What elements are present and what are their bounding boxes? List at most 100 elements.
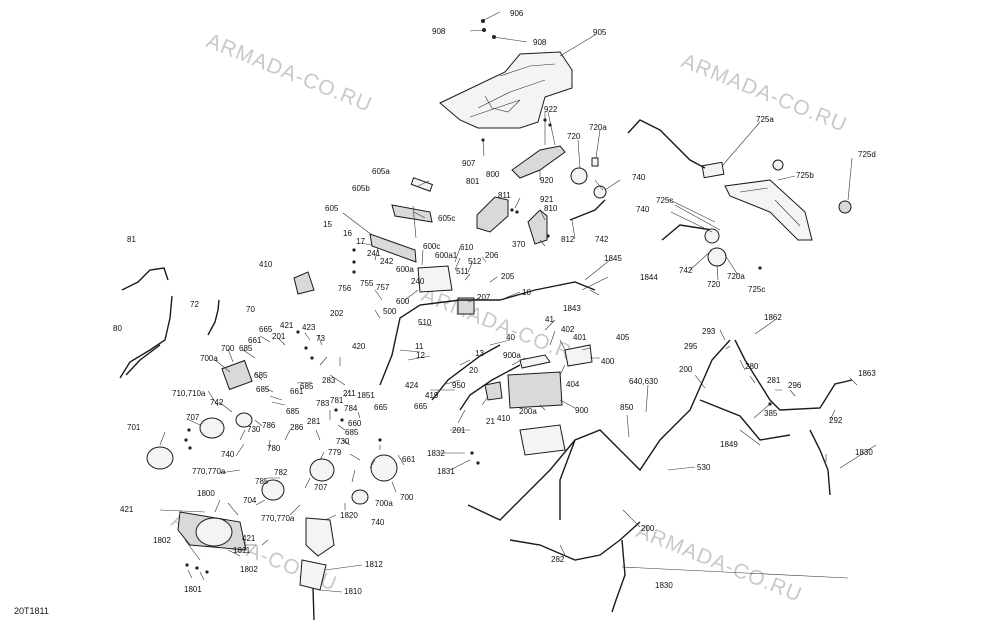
module-725a — [701, 161, 725, 179]
callout-labels: 906 908 908 905 922 907 720a 720 725a 72… — [113, 9, 876, 596]
watermark: ARMADA-CO.RU — [203, 29, 375, 116]
callout-782: 782 — [274, 468, 288, 477]
callout-720a: 720a — [589, 123, 607, 132]
callout-700a: 700a — [200, 354, 218, 363]
callout-661: 661 — [248, 336, 262, 345]
callout-600: 600 — [396, 297, 410, 306]
callout-293: 293 — [702, 327, 716, 336]
callout-295: 295 — [684, 342, 698, 351]
sensor-720 — [570, 167, 588, 185]
callout-40: 40 — [506, 333, 515, 342]
callout-419: 419 — [425, 391, 439, 400]
callout-296: 296 — [788, 381, 802, 390]
callout-1845: 1845 — [604, 254, 622, 263]
callout-779: 779 — [328, 448, 342, 457]
callout-921: 921 — [540, 195, 554, 204]
callout-200a: 200a — [519, 407, 537, 416]
callout-707: 707 — [314, 483, 328, 492]
ecu-800 — [476, 196, 509, 233]
callout-900: 900 — [575, 406, 589, 415]
callout-240: 240 — [411, 277, 425, 286]
callout-700a: 700a — [375, 499, 393, 508]
light-700-right — [370, 454, 398, 482]
callout-922: 922 — [544, 105, 558, 114]
callout-404: 404 — [566, 380, 580, 389]
callout-661: 661 — [402, 455, 416, 464]
callout-200: 200 — [641, 524, 655, 533]
callout-510: 510 — [418, 318, 432, 327]
callout-21: 21 — [486, 417, 495, 426]
callout-1832: 1832 — [427, 449, 445, 458]
callout-730: 730 — [247, 425, 261, 434]
bracket-400 — [564, 344, 593, 367]
callout-1802: 1802 — [153, 536, 171, 545]
fusebox-605b — [391, 204, 433, 223]
callout-725a: 725a — [756, 115, 774, 124]
callout-740: 740 — [636, 205, 650, 214]
callout-205: 205 — [501, 272, 515, 281]
callout-740: 740 — [371, 518, 385, 527]
fuseblock-200a — [519, 424, 566, 456]
callout-770-770a: 770,770a — [192, 467, 226, 476]
callout-292: 292 — [829, 416, 843, 425]
callout-1801: 1801 — [184, 585, 202, 594]
callout-665: 665 — [414, 402, 428, 411]
callout-605c: 605c — [438, 214, 455, 223]
callout-908: 908 — [533, 38, 547, 47]
callout-530: 530 — [697, 463, 711, 472]
callout-211: 211 — [343, 389, 356, 398]
harness-81 — [121, 267, 169, 291]
callout-781: 781 — [330, 396, 344, 405]
callout-1851: 1851 — [357, 391, 375, 400]
drawing-code: 20T1811 — [14, 606, 49, 616]
callout-907: 907 — [462, 159, 476, 168]
callout-20: 20 — [469, 366, 478, 375]
light-786 — [235, 412, 253, 428]
callout-282: 282 — [551, 555, 565, 564]
callout-1800: 1800 — [197, 489, 215, 498]
callout-241: 241 — [367, 249, 381, 258]
callout-81: 81 — [127, 235, 136, 244]
callout-811: 811 — [498, 191, 511, 200]
light-701 — [146, 446, 174, 470]
callout-410: 410 — [497, 414, 511, 423]
callout-12: 12 — [416, 351, 425, 360]
callout-70: 70 — [246, 305, 255, 314]
callout-11: 11 — [415, 342, 424, 351]
callout-850: 850 — [620, 403, 634, 412]
bracket-1820 — [305, 517, 335, 557]
callout-500: 500 — [383, 307, 397, 316]
callout-725b: 725b — [796, 171, 814, 180]
callout-900a: 900a — [503, 351, 521, 360]
callout-1812: 1812 — [365, 560, 383, 569]
callout-421: 421 — [242, 534, 256, 543]
callout-1863: 1863 — [858, 369, 876, 378]
callout-405: 405 — [616, 333, 630, 342]
callout-1810: 1810 — [344, 587, 362, 596]
callout-421: 421 — [280, 321, 294, 330]
callout-685: 685 — [286, 407, 300, 416]
callout-660: 660 — [348, 419, 362, 428]
callout-1843: 1843 — [563, 304, 581, 313]
callout-1811: 1811 — [233, 546, 251, 555]
callout-423: 423 — [302, 323, 316, 332]
callout-207: 207 — [477, 293, 491, 302]
harness-1830 — [611, 539, 626, 613]
callout-742: 742 — [595, 235, 609, 244]
callout-424: 424 — [405, 381, 419, 390]
callout-785: 785 — [255, 477, 269, 486]
callout-757: 757 — [376, 283, 390, 292]
callout-780: 780 — [267, 444, 281, 453]
callout-704: 704 — [243, 496, 257, 505]
callout-701: 701 — [127, 423, 141, 432]
light-710 — [199, 417, 225, 439]
callout-281: 281 — [767, 376, 781, 385]
callout-512: 512 — [468, 257, 482, 266]
callout-280: 280 — [745, 362, 759, 371]
callout-720: 720 — [567, 132, 581, 141]
leader-lines — [159, 11, 877, 593]
connector-410-right — [484, 381, 503, 401]
callout-665: 665 — [374, 403, 388, 412]
callout-206: 206 — [485, 251, 499, 260]
callout-72: 72 — [190, 300, 199, 309]
